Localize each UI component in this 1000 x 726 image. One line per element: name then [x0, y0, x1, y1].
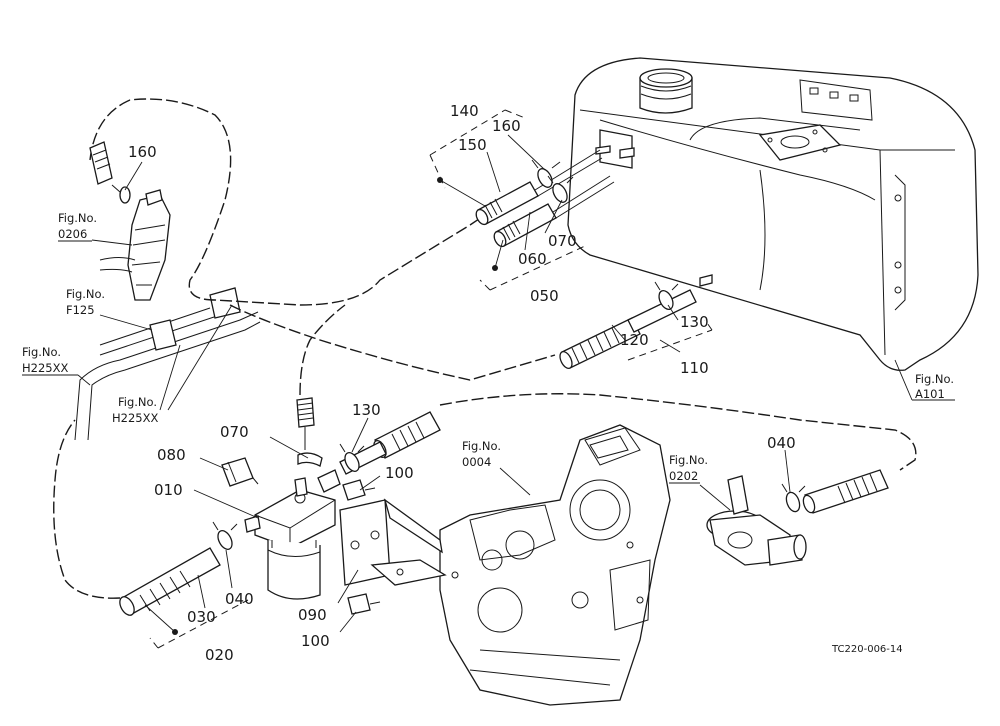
svg-text:Fig.No.: Fig.No. [66, 287, 105, 301]
bolt-100-top [342, 479, 376, 501]
label-160-tank: 160 [492, 117, 521, 135]
fig-ref-H225XX-left: Fig.No. H225XX [22, 345, 78, 376]
hose-assembly-030 [119, 547, 221, 616]
fig-ref-F125: Fig.No. F125 [66, 287, 105, 317]
label-040-right: 040 [767, 434, 796, 452]
leader-lines [77, 134, 955, 633]
svg-text:Fig.No.: Fig.No. [58, 211, 97, 225]
fig-ref-0206: Fig.No. 0206 [58, 211, 97, 242]
group-bracket-140 [429, 109, 526, 207]
filler-neck [639, 68, 693, 114]
svg-text:A101: A101 [915, 387, 945, 401]
group-bracket-020 [144, 599, 249, 649]
hose-clip-070-filter [297, 452, 323, 467]
fuel-gauge-sender-plate [758, 124, 842, 161]
svg-text:0206: 0206 [58, 227, 87, 241]
feed-hose-route [299, 304, 346, 396]
label-080: 080 [157, 446, 186, 464]
group-bracket-050 [479, 239, 586, 291]
fig-ref-0004: Fig.No. 0004 [462, 439, 501, 469]
hose-clip-130-filter [339, 443, 365, 472]
svg-text:Fig.No.: Fig.No. [462, 439, 501, 453]
part-number-labels: 160 140 150 160 070 060 050 130 120 110 … [128, 102, 796, 664]
bolt-100-bottom [347, 593, 381, 615]
label-130-filter: 130 [352, 401, 381, 419]
fuel-filter-assembly [244, 469, 341, 600]
svg-text:H225XX: H225XX [112, 411, 158, 425]
label-130-tank: 130 [680, 313, 709, 331]
hose-clip-070-tank [547, 175, 574, 203]
label-100-bottom: 100 [301, 632, 330, 650]
hose-clip-160-tank [531, 159, 561, 188]
label-110: 110 [680, 359, 709, 377]
fuel-tank [567, 57, 979, 371]
lower-hose-route [53, 419, 121, 599]
svg-text:H225XX: H225XX [22, 361, 68, 375]
hose-clip-040-left [212, 521, 238, 550]
fuel-return-pipes [74, 287, 261, 441]
label-010: 010 [154, 481, 183, 499]
label-040-left: 040 [225, 590, 254, 608]
label-070-filter: 070 [220, 423, 249, 441]
label-160-top: 160 [128, 143, 157, 161]
group-bracket-110 [627, 319, 713, 361]
fig-ref-0202: Fig.No. 0202 [669, 453, 708, 484]
filter-bracket-090 [339, 498, 447, 586]
label-150: 150 [458, 136, 487, 154]
injection-pump-nozzle [99, 189, 171, 301]
fig-ref-A101: Fig.No. A101 [915, 372, 954, 401]
label-030: 030 [187, 608, 216, 626]
return-hose-route [89, 98, 501, 306]
hose-clip-040-right [781, 483, 806, 513]
overflow-hose-route [229, 304, 556, 381]
label-020: 020 [205, 646, 234, 664]
svg-text:Fig.No.: Fig.No. [669, 453, 708, 467]
svg-text:0202: 0202 [669, 469, 698, 483]
filter-return-hose-route [439, 393, 917, 471]
svg-text:Fig.No.: Fig.No. [915, 372, 954, 386]
label-060: 060 [518, 250, 547, 268]
fitting-080 [221, 457, 259, 487]
svg-text:Fig.No.: Fig.No. [118, 395, 157, 409]
figure-references: Fig.No. 0206 Fig.No. F125 Fig.No. H225XX… [22, 211, 954, 484]
svg-text:0004: 0004 [462, 455, 491, 469]
hose-assembly-060 [493, 175, 615, 248]
label-100-top: 100 [385, 464, 414, 482]
svg-text:Fig.No.: Fig.No. [22, 345, 61, 359]
drawing-code: TC220-006-14 [831, 644, 903, 655]
fig-ref-H225XX-mid: Fig.No. H225XX [112, 395, 158, 425]
svg-text:F125: F125 [66, 303, 95, 317]
label-140: 140 [450, 102, 479, 120]
label-070-tank: 070 [548, 232, 577, 250]
fuel-feed-pump [706, 475, 807, 566]
label-050: 050 [530, 287, 559, 305]
engine-block [439, 424, 671, 706]
hose-clip-160-top [89, 141, 131, 204]
label-120: 120 [620, 331, 649, 349]
label-090: 090 [298, 606, 327, 624]
hose-assembly-120 [559, 289, 697, 370]
hose-assembly-right [802, 469, 889, 514]
hose-upper-070 [296, 397, 315, 450]
